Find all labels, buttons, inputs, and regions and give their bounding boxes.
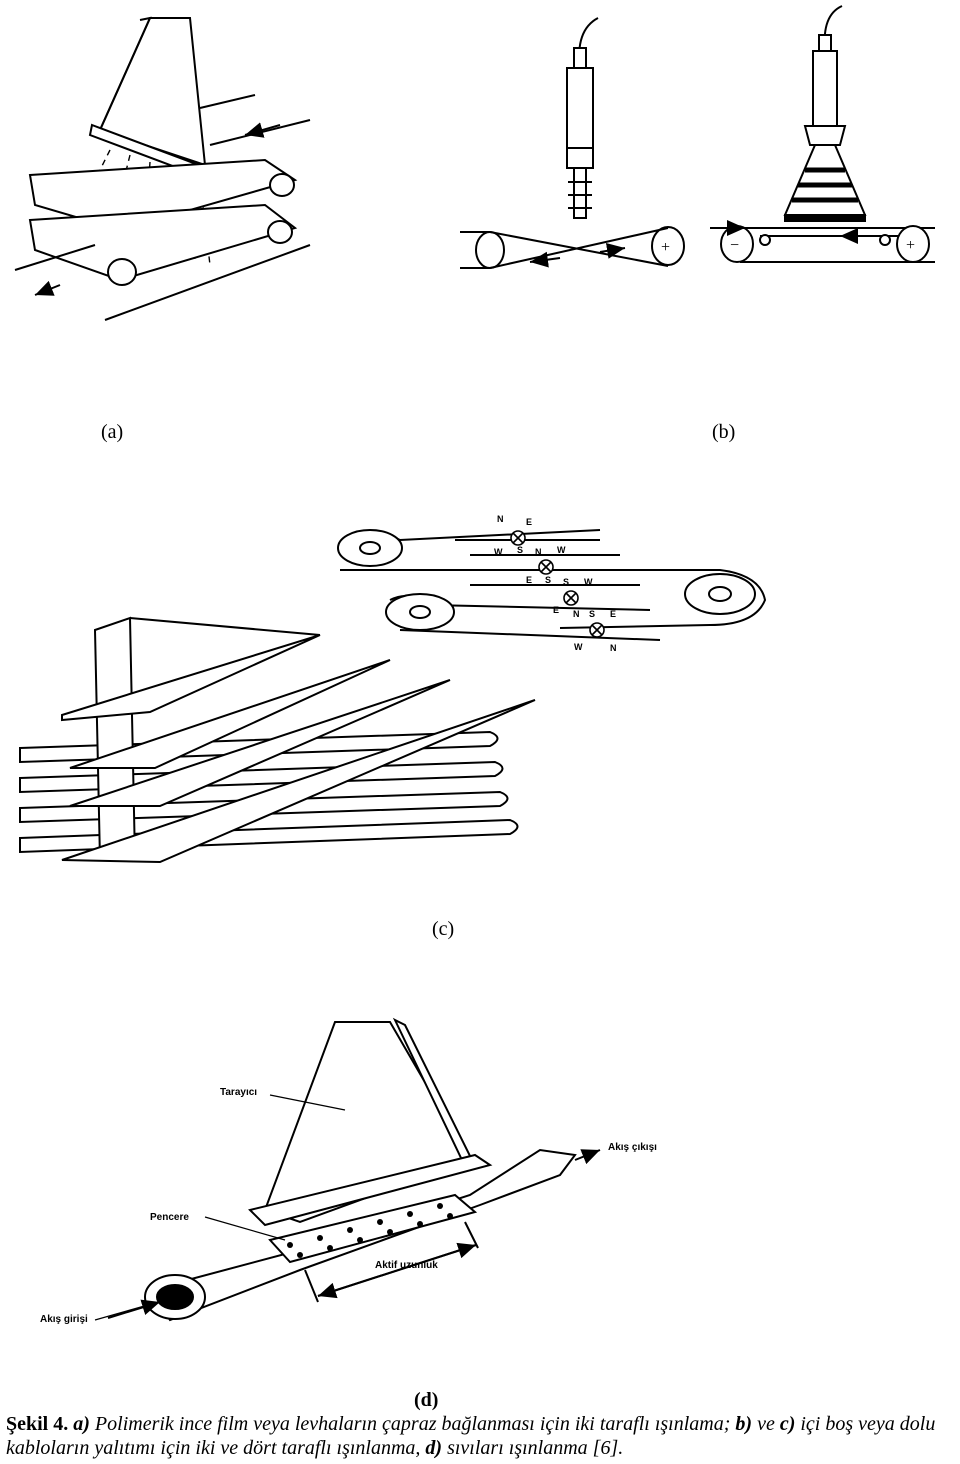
- pole-letter: E: [610, 609, 616, 619]
- pole-letter: E: [526, 575, 532, 585]
- pole-letter: W: [557, 545, 566, 555]
- pole-letter: S: [563, 577, 569, 587]
- pole-letter: E: [553, 605, 559, 615]
- plus-sign-right: +: [906, 237, 915, 254]
- pole-letter: E: [526, 517, 532, 527]
- diagram-a: [14, 16, 311, 321]
- caption-label: Şekil 4.: [6, 1413, 69, 1435]
- pole-letter: N: [535, 547, 542, 557]
- pole-letter: S: [545, 575, 551, 585]
- panel-label-d: (d): [414, 1389, 439, 1411]
- diagram-c: N E W S N W E S S W E N S E W N: [19, 514, 767, 864]
- pole-letter: W: [574, 642, 583, 652]
- pole-letter: S: [517, 545, 523, 555]
- diagram-d: Tarayıcı Pencere Akış çıkışı Aktif uzunl…: [40, 1017, 657, 1325]
- pole-letter: N: [610, 643, 617, 653]
- panel-label-c: (c): [432, 918, 455, 940]
- caption-body: a) Polimerik ince film veya levhaların ç…: [6, 1413, 936, 1459]
- label-scanner: Tarayıcı: [220, 1087, 257, 1098]
- diagram-b: + − +: [460, 5, 935, 269]
- label-active-length: Aktif uzunluk: [375, 1260, 438, 1271]
- label-inlet: Akış girişi: [40, 1314, 88, 1325]
- pole-letter: W: [494, 547, 503, 557]
- pole-letter: N: [497, 514, 504, 524]
- label-window: Pencere: [150, 1212, 189, 1223]
- figure-caption: Şekil 4. a) Polimerik ince film veya lev…: [6, 1412, 956, 1460]
- pole-letter: W: [584, 577, 593, 587]
- label-outlet: Akış çıkışı: [608, 1142, 657, 1153]
- panel-label-a: (a): [101, 421, 124, 443]
- pole-letter: S: [589, 609, 595, 619]
- panel-label-b: (b): [712, 421, 736, 443]
- pole-letter: N: [573, 609, 580, 619]
- plus-sign: +: [661, 239, 670, 256]
- minus-sign: −: [730, 237, 739, 254]
